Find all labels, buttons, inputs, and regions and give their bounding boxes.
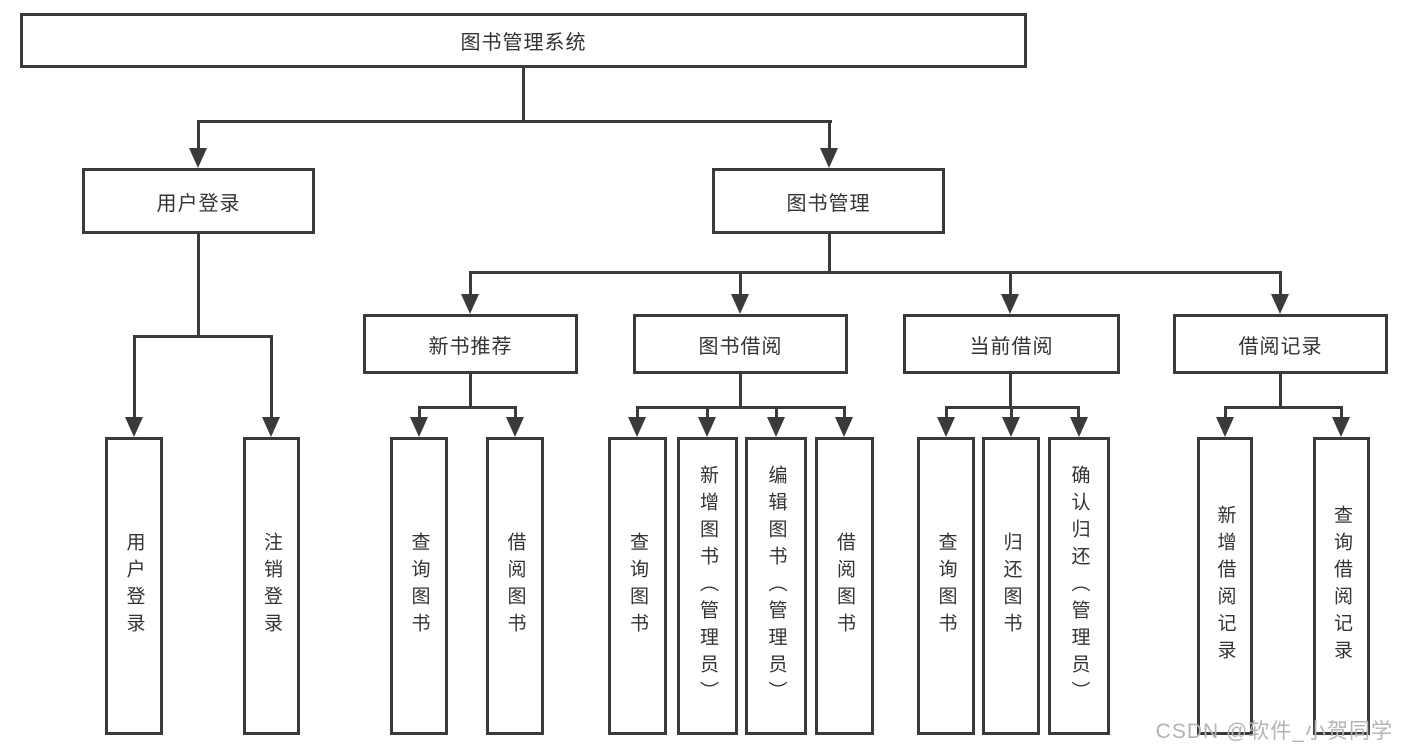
arrow-down-icon bbox=[1002, 417, 1020, 437]
leaf-borrow-query-book: 查询图书 bbox=[608, 437, 667, 735]
leaf-user-login: 用户登录 bbox=[105, 437, 163, 735]
node-new-book-recommend: 新书推荐 bbox=[363, 314, 578, 374]
connector-vline bbox=[197, 120, 200, 150]
connector-vline bbox=[636, 406, 639, 420]
arrow-down-icon bbox=[767, 417, 785, 437]
arrow-down-icon bbox=[1332, 417, 1350, 437]
connector-hline bbox=[469, 271, 1282, 274]
connector-vline bbox=[1279, 374, 1282, 409]
connector-vline bbox=[469, 374, 472, 409]
connector-vline bbox=[514, 406, 517, 420]
connector-vline bbox=[522, 68, 525, 122]
leaf-logout: 注销登录 bbox=[243, 437, 300, 735]
connector-vline bbox=[843, 406, 846, 420]
arrow-down-icon bbox=[189, 148, 207, 168]
connector-vline bbox=[739, 271, 742, 296]
arrow-down-icon bbox=[1001, 294, 1019, 314]
arrow-down-icon bbox=[125, 417, 143, 437]
leaf-borrow-borrow-book: 借阅图书 bbox=[815, 437, 874, 735]
connector-vline bbox=[1224, 406, 1227, 420]
connector-vline bbox=[775, 406, 778, 420]
connector-vline bbox=[1340, 406, 1343, 420]
arrow-down-icon bbox=[628, 417, 646, 437]
connector-vline bbox=[418, 406, 421, 420]
arrow-down-icon bbox=[1271, 294, 1289, 314]
arrow-down-icon bbox=[731, 294, 749, 314]
connector-hline bbox=[1224, 406, 1343, 409]
arrow-down-icon bbox=[1070, 417, 1088, 437]
connector-vline bbox=[133, 335, 136, 419]
arrow-down-icon bbox=[410, 417, 428, 437]
leaf-current-return-book: 归还图书 bbox=[982, 437, 1040, 735]
connector-vline bbox=[1009, 271, 1012, 296]
leaf-recommend-borrow-book: 借阅图书 bbox=[486, 437, 544, 735]
node-user-login: 用户登录 bbox=[82, 168, 315, 234]
csdn-watermark: CSDN @软件_小贺同学 bbox=[1155, 720, 1393, 743]
leaf-record-add: 新增借阅记录 bbox=[1197, 437, 1253, 735]
connector-vline bbox=[828, 120, 831, 150]
arrow-down-icon bbox=[835, 417, 853, 437]
node-root: 图书管理系统 bbox=[20, 13, 1027, 68]
connector-vline bbox=[1009, 374, 1012, 409]
leaf-current-confirm-return-admin: 确认归还（管理员） bbox=[1048, 437, 1110, 735]
connector-hline bbox=[133, 335, 272, 338]
arrow-down-icon bbox=[937, 417, 955, 437]
connector-hline bbox=[197, 120, 832, 123]
connector-hline bbox=[418, 406, 517, 409]
node-current-borrow: 当前借阅 bbox=[903, 314, 1120, 374]
node-book-borrow: 图书借阅 bbox=[633, 314, 848, 374]
leaf-record-query: 查询借阅记录 bbox=[1313, 437, 1370, 735]
arrow-down-icon bbox=[461, 294, 479, 314]
connector-vline bbox=[270, 335, 273, 419]
node-book-management: 图书管理 bbox=[712, 168, 945, 234]
leaf-borrow-add-book-admin: 新增图书（管理员） bbox=[677, 437, 738, 735]
connector-vline bbox=[1010, 406, 1013, 420]
connector-vline bbox=[739, 374, 742, 409]
node-borrow-record: 借阅记录 bbox=[1173, 314, 1388, 374]
connector-vline bbox=[945, 406, 948, 420]
arrow-down-icon bbox=[506, 417, 524, 437]
connector-hline bbox=[636, 406, 846, 409]
connector-vline bbox=[706, 406, 709, 420]
arrow-down-icon bbox=[262, 417, 280, 437]
arrow-down-icon bbox=[698, 417, 716, 437]
connector-vline bbox=[469, 271, 472, 296]
arrow-down-icon bbox=[820, 148, 838, 168]
arrow-down-icon bbox=[1216, 417, 1234, 437]
leaf-current-query-book: 查询图书 bbox=[917, 437, 975, 735]
leaf-recommend-query-book: 查询图书 bbox=[390, 437, 448, 735]
connector-vline bbox=[1279, 271, 1282, 296]
leaf-borrow-edit-book-admin: 编辑图书（管理员） bbox=[745, 437, 807, 735]
connector-vline bbox=[828, 234, 831, 274]
connector-vline bbox=[197, 234, 200, 337]
connector-vline bbox=[1077, 406, 1080, 420]
